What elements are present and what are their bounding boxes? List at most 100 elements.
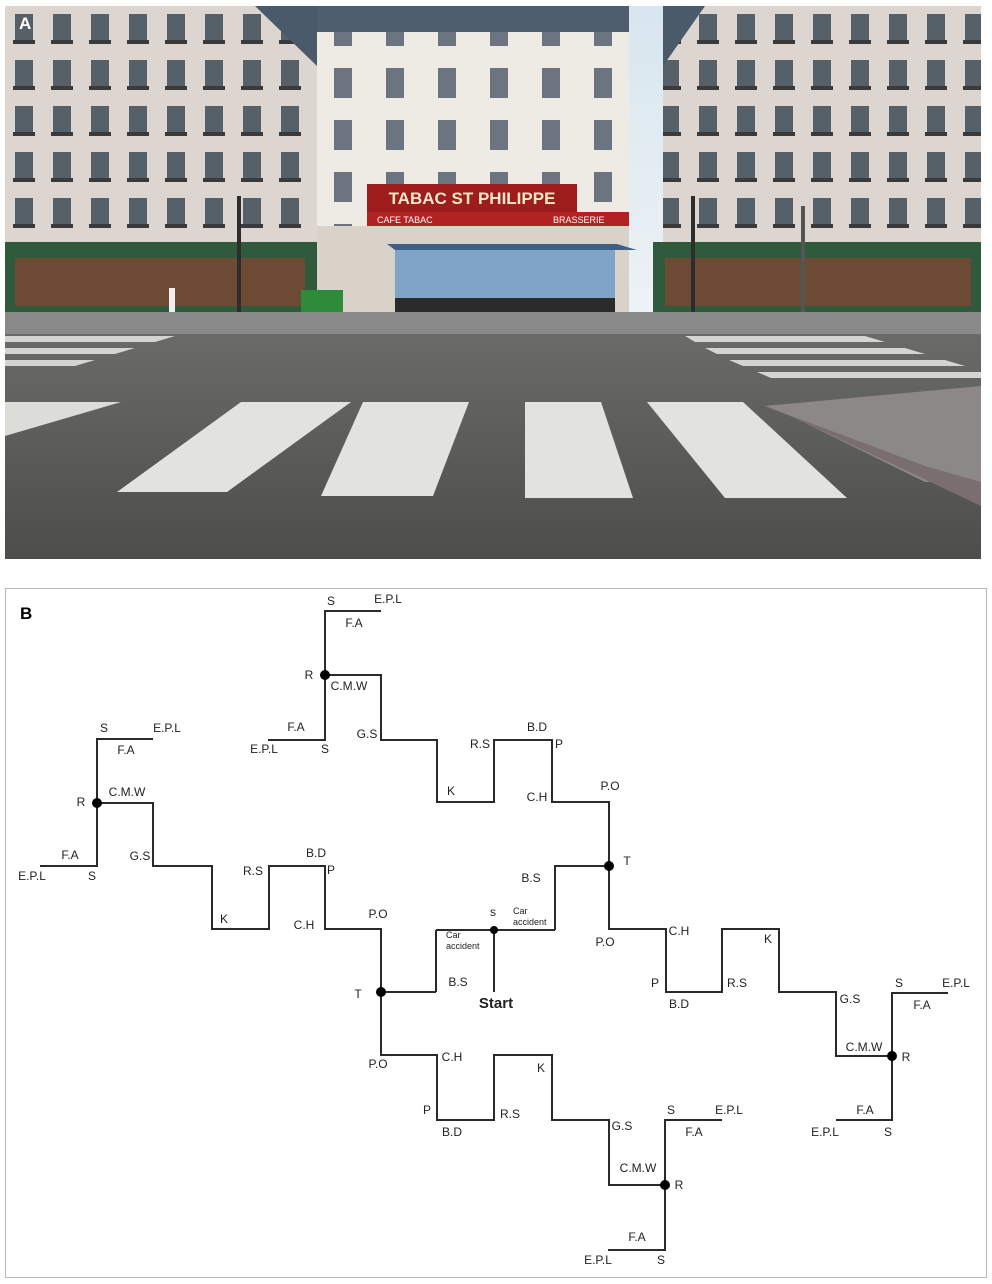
junction-r-top-dot (320, 670, 330, 680)
label-s: S (895, 976, 903, 990)
label-r: R (902, 1050, 911, 1064)
label-po: P.O (600, 779, 619, 793)
label-ch: C.H (527, 790, 548, 804)
label-s: S (667, 1103, 675, 1117)
s-label: s (490, 905, 496, 919)
label-s: S (327, 594, 335, 608)
junction-r-bottom-dot (660, 1180, 670, 1190)
label-cmw: C.M.W (620, 1161, 657, 1175)
label-ch: C.H (442, 1050, 463, 1064)
label-ch: C.H (294, 918, 315, 932)
route-segment (96, 738, 153, 803)
label-epl: E.P.L (715, 1103, 743, 1117)
label-k: K (220, 912, 228, 926)
label-gs: G.S (840, 992, 861, 1006)
label-s: S (657, 1253, 665, 1267)
label-fa: F.A (61, 848, 78, 862)
label-bs: B.S (448, 975, 467, 989)
junction-t-left-dot (376, 987, 386, 997)
route-segment (608, 866, 892, 1057)
label-s: S (321, 742, 329, 756)
route-segment (324, 610, 381, 675)
label-fa: F.A (913, 998, 930, 1012)
label-rs: R.S (727, 976, 747, 990)
sign-brasserie: BRASSERIE (553, 215, 605, 225)
label-cmw: C.M.W (846, 1040, 883, 1054)
label-t: T (354, 987, 362, 1001)
label-fa: F.A (685, 1125, 702, 1139)
route-segment (325, 674, 610, 866)
label-po: P.O (368, 1057, 387, 1071)
panel-b-label: B (20, 604, 33, 623)
label-epl: E.P.L (153, 721, 181, 735)
route-segment (40, 803, 98, 867)
label-rs: R.S (243, 864, 263, 878)
junction-r-left-dot (92, 798, 102, 808)
label-bs: B.S (521, 871, 540, 885)
route-segment (268, 675, 326, 741)
label-rs: R.S (500, 1107, 520, 1121)
label-s: S (100, 721, 108, 735)
label-p: P (423, 1103, 431, 1117)
label-bd: B.D (306, 846, 326, 860)
label-fa: F.A (117, 743, 134, 757)
route-segment (836, 1056, 893, 1121)
label-gs: G.S (612, 1119, 633, 1133)
label-fa: F.A (345, 616, 362, 630)
label-p: P (555, 737, 563, 751)
label-rs: R.S (470, 737, 490, 751)
route-segment (608, 1185, 666, 1251)
start-junction-dot (490, 926, 498, 934)
label-p: P (327, 863, 335, 877)
sign-cafe-tabac: CAFE TABAC (377, 215, 433, 225)
sign-tabac: TABAC ST PHILIPPE (389, 189, 556, 208)
label-bd: B.D (527, 720, 547, 734)
street-scene-panel: TABAC ST PHILIPPE CAFE TABAC BRASSERIE (5, 6, 981, 559)
label-fa: F.A (628, 1230, 645, 1244)
label-k: K (447, 784, 455, 798)
label-gs: G.S (357, 727, 378, 741)
label-r: R (77, 795, 86, 809)
car-accident-left-line2: accident (446, 941, 480, 951)
label-p: P (651, 976, 659, 990)
car-accident-left-line1: Car (446, 930, 461, 940)
label-bd: B.D (442, 1125, 462, 1139)
start-label: Start (479, 995, 513, 1012)
label-epl: E.P.L (811, 1125, 839, 1139)
label-cmw: C.M.W (331, 679, 368, 693)
label-ch: C.H (669, 924, 690, 938)
route-segment (891, 992, 948, 1056)
junction-t-right-dot (604, 861, 614, 871)
street-scene-image: TABAC ST PHILIPPE CAFE TABAC BRASSERIE (5, 6, 981, 559)
label-po: P.O (368, 907, 387, 921)
label-epl: E.P.L (584, 1253, 612, 1267)
label-k: K (537, 1061, 545, 1075)
car-accident-right-line1: Car (513, 906, 528, 916)
label-cmw: C.M.W (109, 785, 146, 799)
label-gs: G.S (130, 849, 151, 863)
panel-a-label: A (19, 14, 32, 33)
label-epl: E.P.L (374, 592, 402, 606)
label-epl: E.P.L (250, 742, 278, 756)
label-epl: E.P.L (18, 869, 46, 883)
label-s: S (884, 1125, 892, 1139)
junction-r-right-dot (887, 1051, 897, 1061)
label-k: K (764, 932, 772, 946)
route-segment (554, 865, 609, 930)
route-segment (664, 1119, 722, 1185)
route-diagram-frame (5, 588, 987, 1278)
label-fa: F.A (287, 720, 304, 734)
label-r: R (305, 668, 314, 682)
label-s: S (88, 869, 96, 883)
route-edges (40, 610, 948, 1251)
label-r: R (675, 1178, 684, 1192)
label-t: T (623, 854, 631, 868)
label-bd: B.D (669, 997, 689, 1011)
label-po: P.O (595, 935, 614, 949)
route-segment (97, 802, 382, 992)
route-nodes (92, 670, 897, 1190)
car-accident-right-line2: accident (513, 917, 547, 927)
route-segment (380, 992, 665, 1186)
